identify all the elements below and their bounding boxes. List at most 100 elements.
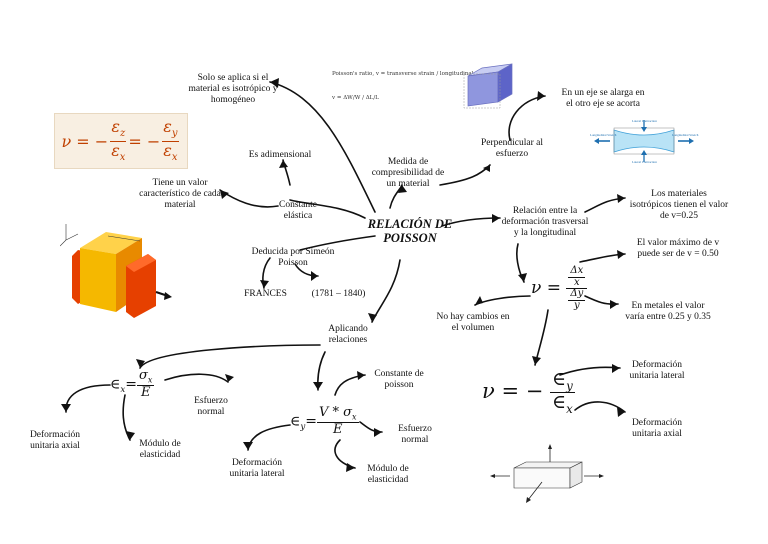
node-metals-l1: En metales el valor [631, 301, 705, 311]
node-const-l1: Constante [279, 200, 317, 210]
node-isotropic-l2: material es isotrópico y [188, 84, 278, 94]
cube-image [60, 224, 172, 318]
link-deduced [299, 235, 376, 251]
node-iso-materials: Los materiales isotrópicos tienen el val… [615, 189, 743, 222]
center-title-line1: RELACIÓN DE [367, 217, 453, 231]
node-value-l2: característico de cada [139, 189, 221, 199]
node-esf2-l1: Esfuerzo [398, 424, 432, 434]
node-relation-l3: y la longitudinal [513, 228, 577, 238]
node-esf1-l2: normal [197, 407, 225, 417]
node-defaxial-l1: Deformación [29, 430, 81, 440]
node-compres-l3: un material [386, 179, 430, 189]
link-mod2 [334, 439, 356, 469]
link-applying [371, 259, 401, 323]
ratio-formula-line2: v = ΔW/W / ΔL/L [332, 95, 379, 101]
node-frances: FRANCES [244, 289, 287, 299]
node-stretch-l2: el otro eje se acorta [566, 99, 640, 109]
node-isotropic: Solo se aplica si el material es isotróp… [178, 73, 288, 106]
node-perp-l1: Perpendicular al [481, 138, 543, 148]
node-defaxial2-l1: Deformación [631, 418, 683, 428]
link-compres [389, 184, 403, 209]
lateral-label-bottom: Lateral Contraction [632, 160, 657, 164]
link-esf1 [164, 373, 229, 383]
node-modulo-2: Módulo de elasticidad [358, 464, 418, 486]
link-big-v [534, 309, 549, 366]
node-defaxial-l2: unitaria axial [30, 441, 80, 451]
node-deflat1-l2: unitaria lateral [229, 469, 285, 479]
node-max-value: El valor máximo de v puede ser de v = 0.… [622, 238, 734, 260]
node-def-lateral-1: Deformación unitaria lateral [222, 458, 292, 480]
node-adim: Es adimensional [248, 150, 312, 160]
node-isotropic-l1: Solo se aplica si el [197, 73, 269, 83]
node-const: Constante elástica [268, 200, 328, 222]
node-def-lateral-2: Deformación unitaria lateral [622, 360, 692, 382]
node-relation: Relación entre la deformación trasversal… [490, 206, 600, 239]
node-const-l2: elástica [283, 211, 313, 221]
node-max-l1: El valor máximo de v [636, 238, 720, 248]
node-defaxial2-l2: unitaria axial [632, 429, 682, 439]
link-isotropic [269, 81, 376, 213]
link-lat1 [247, 424, 291, 451]
node-compres: Medida de compresibilidad de un material [365, 157, 451, 190]
node-isotropic-l3: homogéneo [210, 95, 256, 105]
node-esf-normal-2: Esfuerzo normal [390, 424, 440, 446]
ratio-formula-line1: Poisson's ratio, v = transverse strain /… [332, 71, 492, 77]
node-const-poisson: Constante de poisson [368, 369, 430, 391]
node-esf2-l2: normal [401, 435, 429, 445]
node-esf-normal-1: Esfuerzo normal [186, 396, 236, 418]
node-max-l2: puede ser de v = 0.50 [637, 249, 719, 259]
node-compres-l1: Medida de [387, 157, 429, 167]
node-deduced-l2: Poisson [278, 258, 308, 268]
node-perp: Perpendicular al esfuerzo [472, 138, 552, 160]
node-stretch-l1: En un eje se alarga en [561, 88, 645, 98]
node-metals: En metales el valor varía entre 0.25 y 0… [612, 301, 724, 323]
node-mod1-l2: elasticidad [139, 450, 181, 460]
link-axial2 [574, 401, 626, 413]
node-constp-l1: Constante de [374, 369, 424, 379]
node-perp-l2: esfuerzo [495, 149, 529, 159]
link-mod1 [122, 394, 131, 441]
node-applying: Aplicando relaciones [318, 324, 378, 346]
center-title: RELACIÓN DE POISSON [360, 217, 460, 245]
ratio-formula-image: Poisson's ratio, v = transverse strain /… [328, 64, 491, 114]
node-modulo-1: Módulo de elasticidad [130, 439, 190, 461]
node-relation-l2: deformación trasversal [501, 217, 589, 227]
link-axial [65, 384, 111, 413]
node-iso-l3: de v=0.25 [659, 211, 699, 221]
node-def-axial-2: Deformación unitaria axial [622, 418, 692, 440]
node-value: Tiene un valor característico de cada ma… [130, 178, 230, 211]
node-esf1-l1: Esfuerzo [194, 396, 228, 406]
node-deduced: Deducida por Simeón Poisson [238, 247, 348, 269]
node-applying-l2: relaciones [328, 335, 368, 345]
link-nochange [474, 295, 531, 306]
node-deduced-l1: Deducida por Simeón [251, 247, 335, 257]
node-deflat2-l2: unitaria lateral [629, 371, 685, 381]
stretch-label-right: Longitudinal Stretch [672, 133, 699, 137]
node-nochange-l2: el volumen [451, 323, 495, 333]
link-eps-x [139, 344, 321, 369]
node-iso-l1: Los materiales [651, 189, 707, 199]
lateral-label-top: Lateral Contraction [632, 119, 657, 123]
node-mod2-l2: elasticidad [367, 475, 409, 485]
node-mod2-l1: Módulo de [367, 464, 409, 474]
block-axes-image [490, 444, 604, 503]
stretch-label-left: Longitudinal Stretch [590, 133, 617, 137]
node-stretch: En un eje se alarga en el otro eje se ac… [548, 88, 658, 110]
node-constp-l2: poisson [384, 380, 414, 390]
node-applying-l1: Aplicando [328, 324, 368, 334]
node-def-axial: Deformación unitaria axial [22, 430, 88, 452]
node-metals-l2: varía entre 0.25 y 0.35 [625, 312, 711, 322]
node-years: (1781 – 1840) [311, 289, 366, 299]
stretch-bar-image: Longitudinal Stretch Longitudinal Stretc… [590, 119, 699, 164]
formula-v-epsilon: ν = − ∈y∈x [482, 368, 575, 416]
center-title-line2: POISSON [383, 231, 437, 245]
deformed-block-image [463, 63, 513, 109]
node-relation-l1: Relación entre la [512, 206, 578, 216]
node-deflat2-l1: Deformación [631, 360, 683, 370]
node-value-l3: material [164, 200, 196, 210]
node-no-change: No hay cambios en el volumen [428, 312, 518, 334]
